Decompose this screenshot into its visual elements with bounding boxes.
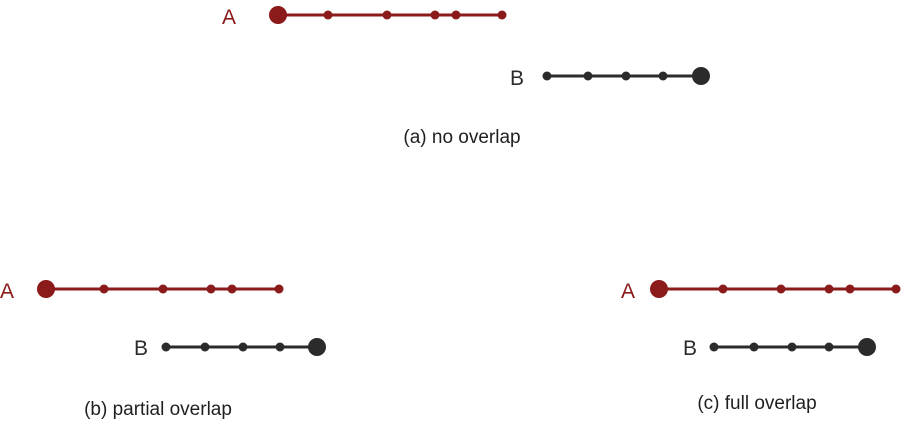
sequence-endpoint-large [858, 338, 876, 356]
panel-no-overlap: A B (a) no overlap [222, 6, 710, 148]
sequence-point [275, 342, 285, 352]
sequence-point [787, 342, 797, 352]
sequence-point [583, 71, 593, 81]
sequence-point [718, 284, 728, 294]
panel-a-sequence-a-label: A [222, 6, 236, 29]
sequence-point [158, 284, 168, 294]
sequence-point [430, 10, 440, 20]
panel-a-caption: (a) no overlap [403, 127, 520, 148]
panel-full-overlap: A B (c) full overlap [621, 280, 901, 414]
sequence-point [161, 342, 171, 352]
sequence-point [845, 284, 855, 294]
panel-a-sequence-b [542, 67, 710, 85]
panel-b-sequence-a-label: A [0, 280, 14, 303]
sequence-point [776, 284, 786, 294]
sequence-point [824, 284, 834, 294]
sequence-point [99, 284, 109, 294]
sequence-endpoint-large [650, 280, 668, 298]
sequence-point [382, 10, 392, 20]
panel-b-sequence-b-label: B [134, 337, 148, 360]
sequence-point [274, 284, 284, 294]
sequence-point [497, 10, 507, 20]
panel-c-sequence-b-label: B [683, 337, 697, 360]
sequence-point [621, 71, 631, 81]
sequence-endpoint-large [269, 6, 287, 24]
sequence-point [451, 10, 461, 20]
panel-c-sequence-a [650, 280, 901, 298]
panel-c-sequence-a-label: A [621, 280, 635, 303]
sequence-endpoint-large [37, 280, 55, 298]
sequence-point [227, 284, 237, 294]
panel-c-sequence-b [709, 338, 876, 356]
sequence-point [542, 71, 552, 81]
sequence-point [658, 71, 668, 81]
panel-b-sequence-a [37, 280, 284, 298]
sequence-point [891, 284, 901, 294]
panel-partial-overlap: A B (b) partial overlap [0, 280, 326, 420]
sequence-point [206, 284, 216, 294]
sequence-point [323, 10, 333, 20]
sequence-point [824, 342, 834, 352]
panel-b-caption: (b) partial overlap [84, 399, 232, 420]
sequence-endpoint-large [692, 67, 710, 85]
sequence-endpoint-large [308, 338, 326, 356]
sequence-point [238, 342, 248, 352]
panel-b-sequence-b [161, 338, 326, 356]
sequence-point [200, 342, 210, 352]
sequence-point [709, 342, 719, 352]
panel-c-caption: (c) full overlap [697, 393, 816, 414]
sequence-point [749, 342, 759, 352]
panel-a-sequence-b-label: B [510, 67, 524, 90]
panel-a-sequence-a [269, 6, 507, 24]
